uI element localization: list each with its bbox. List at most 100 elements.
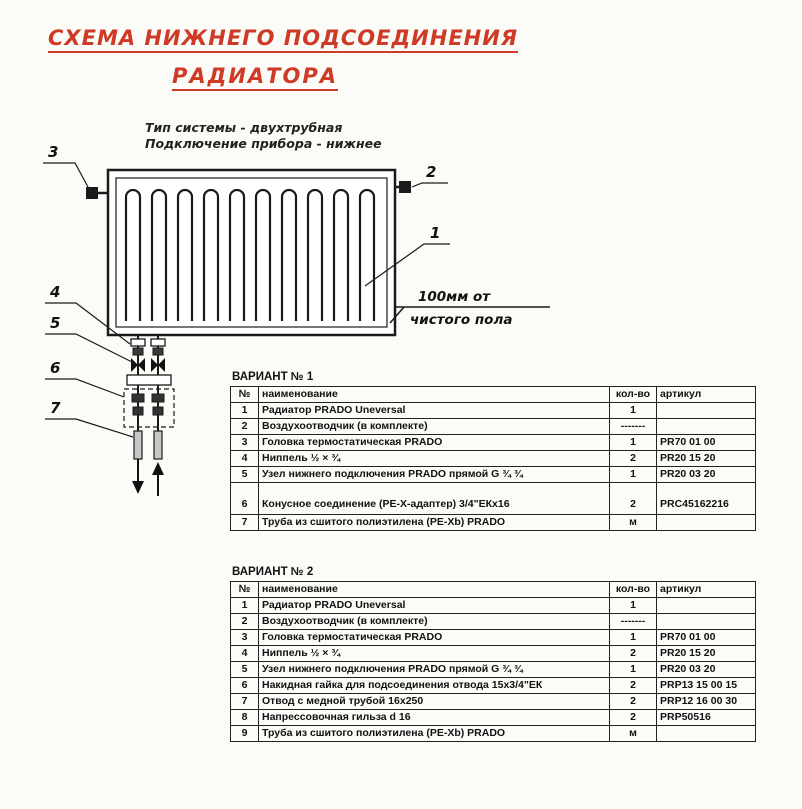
callout-4: 4 (45, 283, 131, 345)
radiator-channels (124, 188, 376, 321)
table-cell (656, 418, 756, 435)
table-cell: 2 (609, 450, 657, 467)
table-cell: 2 (230, 613, 259, 630)
table-cell: 7 (230, 514, 259, 531)
col-header-article: артикул (656, 386, 756, 403)
callout-5: 5 (45, 314, 135, 364)
table-cell: Головка термостатическая PRADO (258, 629, 610, 646)
bottom-connection-unit (123, 335, 175, 460)
system-type-note: Тип системы - двухтрубная Подключение пр… (145, 120, 382, 152)
table-cell: 5 (230, 466, 259, 483)
col-header-name: наименование (258, 386, 610, 403)
svg-text:6: 6 (50, 359, 60, 377)
callout-1: 1 (364, 224, 450, 287)
table-cell: Головка термостатическая PRADO (258, 434, 610, 451)
table-cell: Труба из сшитого полиэтилена (PE-Xb) PRA… (258, 514, 610, 531)
table-cell: 7 (230, 693, 259, 710)
table-header-row: № наименование кол-во артикул (230, 581, 756, 598)
subtitle-line-1: Тип системы - двухтрубная (145, 120, 343, 135)
table-cell: 6 (230, 677, 259, 694)
callout-7: 7 (45, 399, 134, 438)
title-line-2: РАДИАТОРА (172, 64, 338, 88)
flow-down-arrow-icon (132, 481, 144, 494)
table-cell: 2 (609, 693, 657, 710)
table-cell: PRP12 16 00 30 (656, 693, 756, 710)
table-cell: 2 (609, 482, 657, 515)
floor-level-note: 100мм от чистого пола (389, 289, 550, 328)
table-cell: Узел нижнего подключения PRADO прямой G … (258, 466, 610, 483)
pex-tube-left (133, 430, 143, 460)
table-cell: 1 (609, 597, 657, 614)
table-cell: 8 (230, 709, 259, 726)
table-cell: 1 (609, 661, 657, 678)
table-cell: Радиатор PRADO Uneversal (258, 597, 610, 614)
callout-3: 3 (43, 143, 89, 188)
table-cell: PR70 01 00 (656, 629, 756, 646)
table-cell: PR20 15 20 (656, 645, 756, 662)
table-cell: Напрессовочная гильза d 16 (258, 709, 610, 726)
table-cell: 5 (230, 661, 259, 678)
col-header-name: наименование (258, 581, 610, 598)
svg-text:5: 5 (50, 314, 60, 332)
flow-arrows (132, 459, 164, 496)
table-cell (656, 514, 756, 531)
table-cell: 2 (609, 709, 657, 726)
variant-2-caption: ВАРИАНТ № 2 (232, 566, 314, 578)
table-cell: Воздухоотводчик (в комплекте) (258, 613, 610, 630)
table-cell: 1 (609, 434, 657, 451)
table-cell: Накидная гайка для подсоединения отвода … (258, 677, 610, 694)
table-cell: PR20 15 20 (656, 450, 756, 467)
title-line-1: СХЕМА НИЖНЕГО ПОДСОЕДИНЕНИЯ (48, 26, 518, 50)
col-header-number: № (230, 386, 259, 403)
callouts: 3 2 1 4 5 6 7 (43, 143, 450, 438)
col-header-article: артикул (656, 581, 756, 598)
radiator-body (106, 168, 397, 337)
table-cell: Узел нижнего подключения PRADO прямой G … (258, 661, 610, 678)
table-cell: Ниппель ½ × ¾ (258, 450, 610, 467)
table-cell: 2 (609, 645, 657, 662)
table-cell: PRC45162216 (656, 482, 756, 515)
table-cell: PR20 03 20 (656, 466, 756, 483)
flow-up-arrow-icon (152, 462, 164, 475)
table-cell: м (609, 725, 657, 742)
table-cell: ------- (609, 418, 657, 435)
page-title: СХЕМА НИЖНЕГО ПОДСОЕДИНЕНИЯ РАДИАТОРА (48, 26, 518, 88)
table-cell: 1 (609, 629, 657, 646)
callout-6: 6 (45, 359, 125, 398)
pex-tube-right (153, 430, 163, 460)
svg-text:3: 3 (48, 143, 58, 161)
variant-2-section: ВАРИАНТ № 2 № наименование кол-во артику… (230, 566, 757, 742)
variant-1-caption: ВАРИАНТ № 1 (232, 371, 314, 383)
svg-text:4: 4 (49, 283, 60, 301)
adapter-dashed-box (123, 388, 175, 428)
table-cell: PRP13 15 00 15 (656, 677, 756, 694)
callout-2: 2 (411, 163, 448, 188)
nipple-left (130, 338, 146, 347)
table-cell: 2 (609, 677, 657, 694)
table-cell: 1 (609, 402, 657, 419)
radiator-connection-diagram: 3 2 1 4 5 6 7 (43, 143, 550, 496)
table-cell: 3 (230, 629, 259, 646)
table-cell (656, 402, 756, 419)
table-cell: PR70 01 00 (656, 434, 756, 451)
nipple-right (150, 338, 166, 347)
table-cell (656, 613, 756, 630)
svg-text:7: 7 (50, 399, 61, 417)
valve-bowtie-left (131, 358, 145, 372)
table-cell: 4 (230, 645, 259, 662)
svg-text:1: 1 (430, 224, 440, 242)
